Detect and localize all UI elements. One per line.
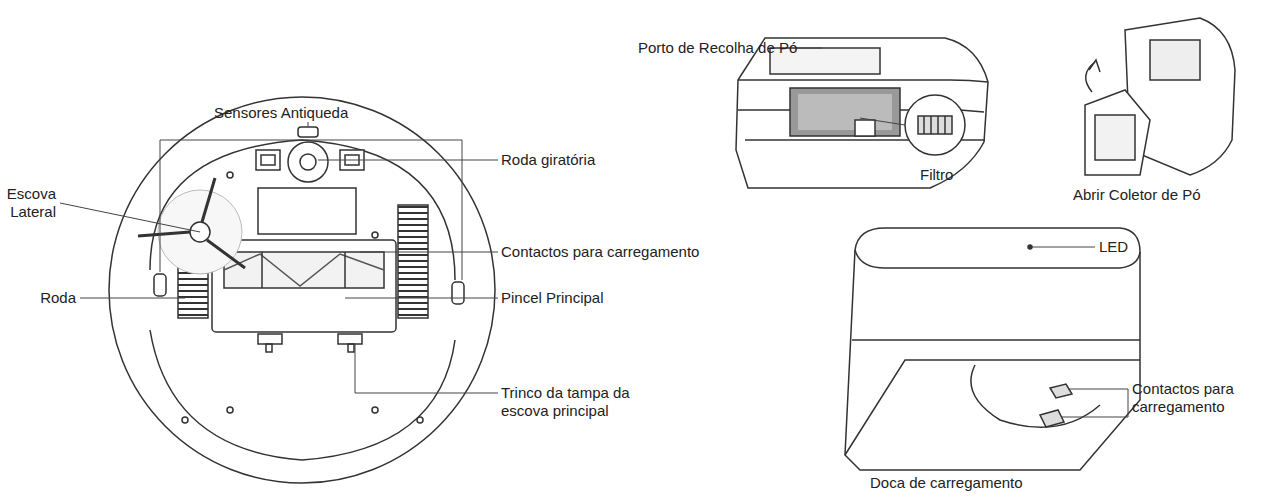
part-label: Escova Lateral [0,185,56,221]
part-label: Contactos para carregamento [501,243,761,261]
part-label: Porto de Recolha de Pó [638,39,798,57]
part-label: Contactos para carregamento [1132,380,1272,416]
part-label: Roda giratória [501,151,661,169]
part-label: Filtro [920,166,1000,184]
part-label: Trinco da tampa da escova principal [501,384,666,420]
robot-bottom [109,97,495,483]
part-label: LED [1099,238,1159,256]
open-dust-bin [1085,18,1235,175]
part-label: Pincel Principal [501,289,701,307]
part-label: Abrir Coletor de Pó [1073,186,1273,204]
leader-lines [1032,247,1128,417]
leader-lines [60,122,498,393]
part-label: Doca de carregamento [870,474,1090,492]
part-label: Sensores Antiqueda [214,104,404,122]
leader-lines [795,48,905,125]
dust-bin [736,38,988,188]
part-label: Roda [0,289,76,307]
charging-dock [845,228,1140,470]
